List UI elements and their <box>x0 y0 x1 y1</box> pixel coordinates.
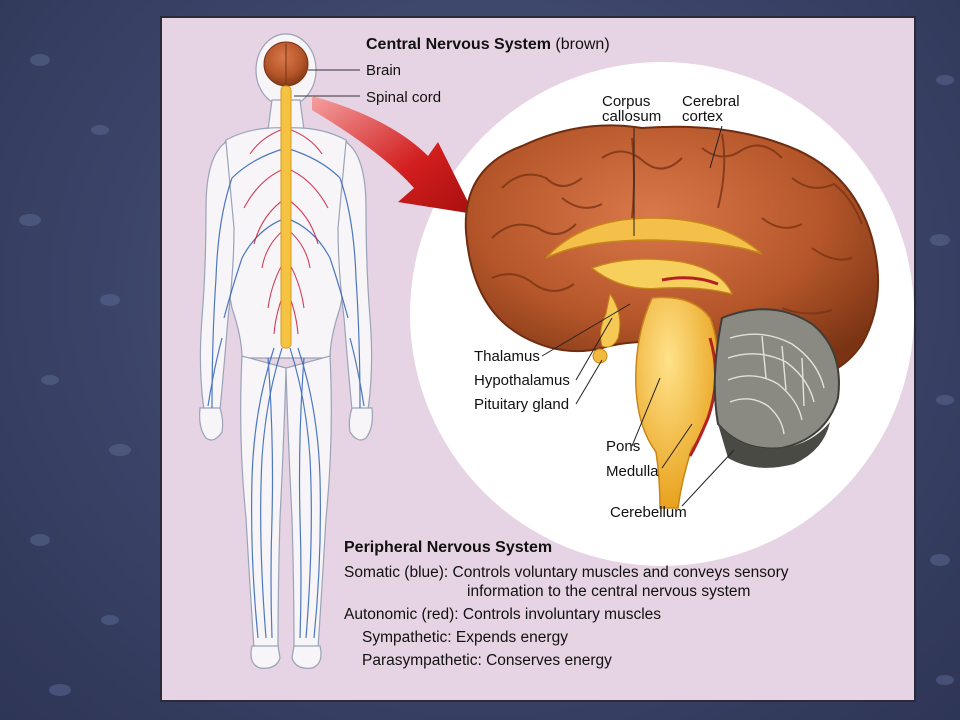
autonomic-row: Autonomic (red): Controls involuntary mu… <box>344 605 904 624</box>
pns-title: Peripheral Nervous System <box>344 539 553 556</box>
corpus-callosum-line1: Corpus <box>602 93 651 110</box>
figure-brain <box>263 41 309 87</box>
brain-label: Brain <box>366 62 402 79</box>
body-outline <box>199 33 373 669</box>
medulla-label: Medulla <box>606 463 659 480</box>
parasympathetic-text: Conserves energy <box>486 652 612 669</box>
figure-spinal-cord <box>280 85 292 349</box>
cerebral-cortex-label: Cerebral cortex <box>682 94 740 124</box>
cns-title: Central Nervous System (brown) <box>366 36 610 53</box>
sympathetic-row: Sympathetic: Expends energy <box>344 628 904 647</box>
nervous-system-figure: Central Nervous System (brown) Brain Spi… <box>160 16 916 702</box>
pns-block: Peripheral Nervous System Somatic (blue)… <box>344 538 904 674</box>
cerebellum-label: Cerebellum <box>610 504 687 521</box>
somatic-term: Somatic (blue): <box>344 564 449 581</box>
illustration <box>199 33 914 669</box>
sympathetic-term: Sympathetic: <box>362 629 452 646</box>
corpus-callosum-line2: callosum <box>602 108 662 125</box>
somatic-line1: Controls voluntary muscles and conveys s… <box>452 564 789 581</box>
parasympathetic-row: Parasympathetic: Conserves energy <box>344 651 904 670</box>
corpus-callosum-label: Corpus callosum <box>602 94 661 124</box>
hypothalamus-label: Hypothalamus <box>474 372 570 389</box>
cerebral-cortex-line2: cortex <box>682 108 723 125</box>
parasympathetic-term: Parasympathetic: <box>362 652 482 669</box>
autonomic-term: Autonomic (red): <box>344 606 459 623</box>
sympathetic-text: Expends energy <box>455 629 568 646</box>
brain-illustration <box>464 124 880 509</box>
cns-title-text: Central Nervous System <box>366 36 551 53</box>
somatic-line2: information to the central nervous syste… <box>467 583 751 600</box>
thalamus-label: Thalamus <box>474 348 540 365</box>
pituitary-gland-label: Pituitary gland <box>474 396 570 413</box>
somatic-nerves <box>207 147 365 639</box>
pons-label: Pons <box>606 438 641 455</box>
spinal-cord-label: Spinal cord <box>366 89 442 106</box>
autonomic-text: Controls involuntary muscles <box>462 606 662 623</box>
cns-title-note: (brown) <box>555 36 610 53</box>
cerebral-cortex-line1: Cerebral <box>682 93 740 110</box>
arrow <box>312 96 474 214</box>
somatic-row: Somatic (blue): Controls voluntary muscl… <box>344 563 904 601</box>
